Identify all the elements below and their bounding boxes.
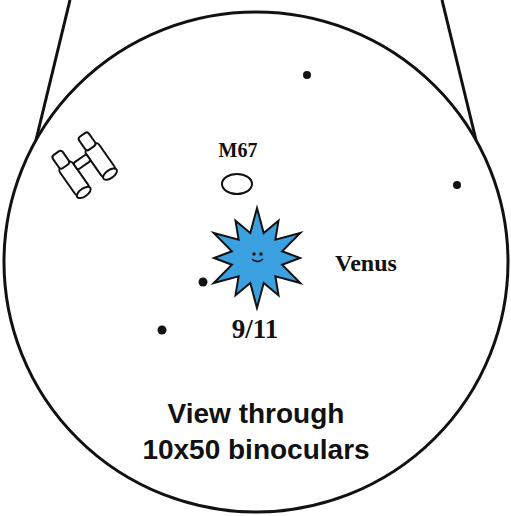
star-dot [453, 181, 461, 189]
view-caption: View through 10x50 binoculars [134, 396, 379, 469]
venus-starburst [214, 208, 301, 308]
venus-face [252, 253, 263, 262]
star-dot [158, 326, 167, 335]
object-label: Venus [335, 248, 397, 279]
cluster-ellipse [222, 174, 252, 194]
binoculars-icon [50, 130, 119, 200]
star-dot [199, 278, 208, 287]
object-label: 9/11 [232, 312, 279, 347]
view-cone-line [36, 0, 70, 140]
object-label: M67 [219, 137, 258, 163]
star-dot [303, 71, 311, 79]
view-cone-line [442, 0, 476, 140]
